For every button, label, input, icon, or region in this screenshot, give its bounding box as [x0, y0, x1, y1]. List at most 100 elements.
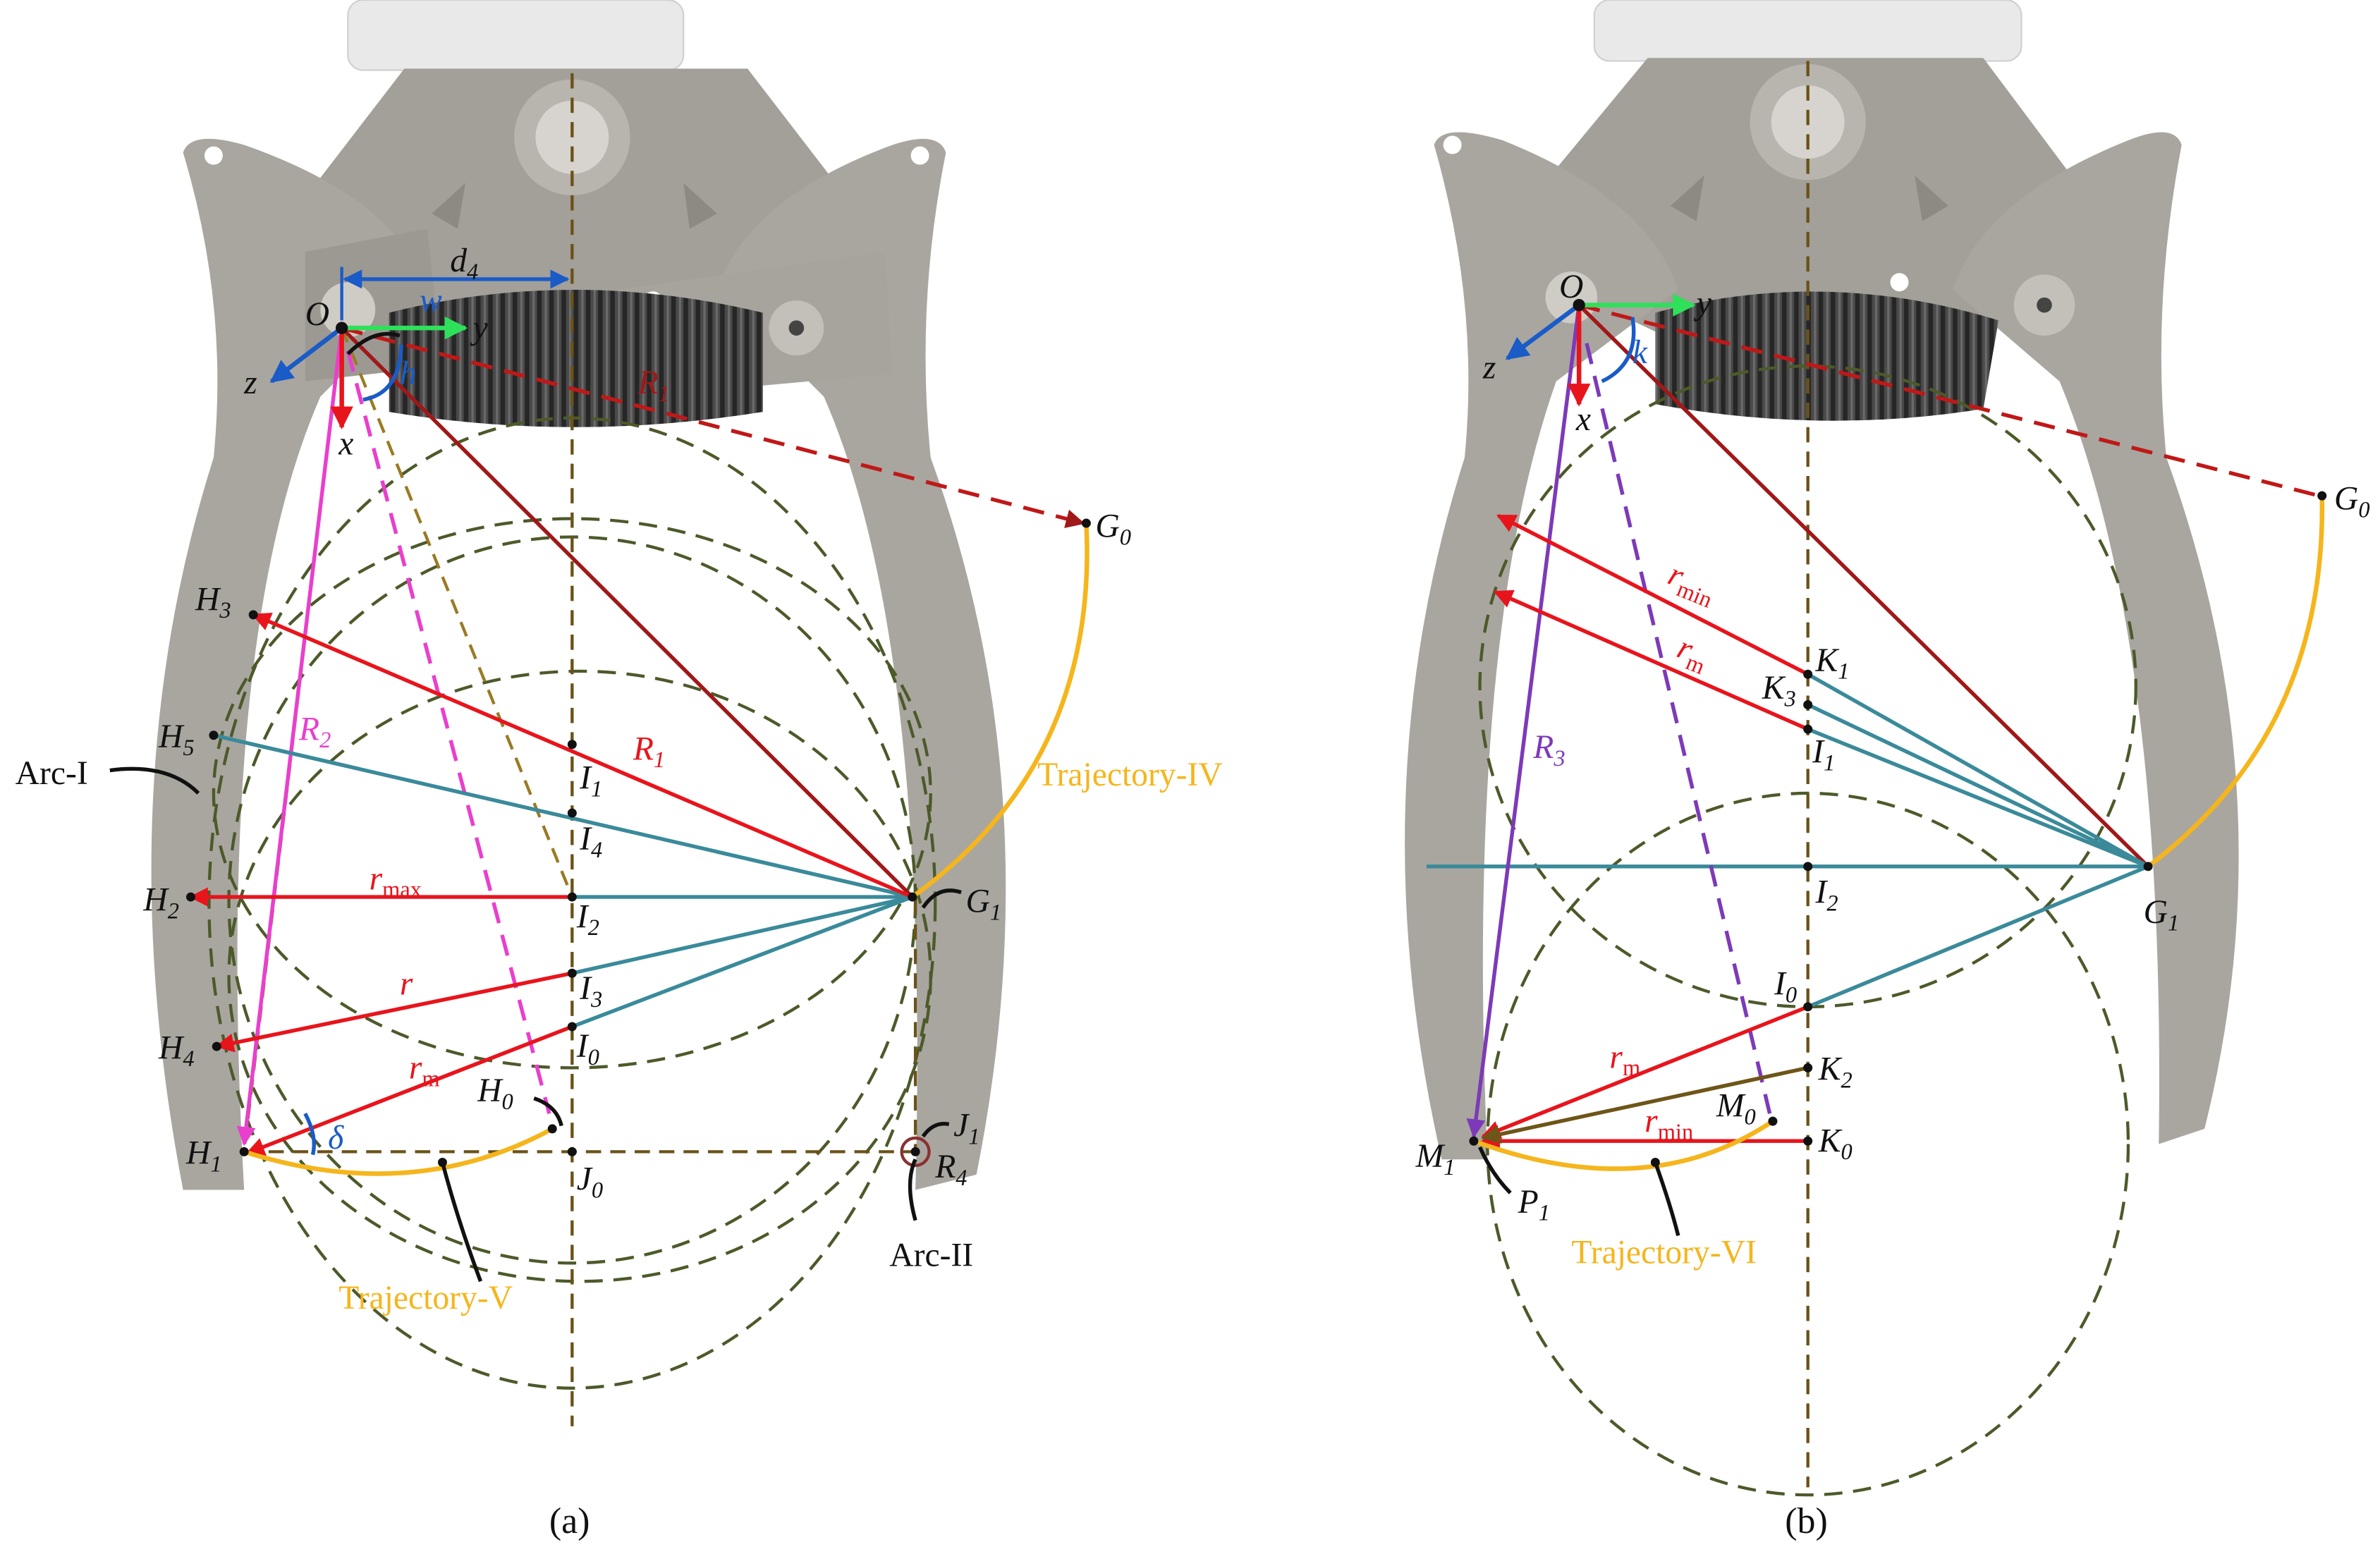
svg-text:h: h: [400, 355, 417, 392]
r0-line-a: [341, 326, 1085, 528]
k2-line: [1481, 1065, 1809, 1144]
label-i1-sub-a: 1: [591, 776, 602, 802]
svg-text:P1: P1: [1518, 1184, 1550, 1226]
svg-text:rm: rm: [1609, 1039, 1640, 1081]
label-i4: I: [579, 821, 592, 857]
label-h4-sub: 4: [183, 1046, 194, 1072]
points-b: [1469, 299, 2327, 1168]
svg-text:Trajectory-VI: Trajectory-VI: [1571, 1234, 1757, 1271]
label-k3: K: [1762, 670, 1786, 707]
svg-text:O: O: [305, 296, 329, 333]
o-g1-line-b: [1577, 303, 2150, 868]
h-angle-arc: [362, 344, 403, 402]
svg-text:R4: R4: [934, 1149, 967, 1191]
label-arc-i: Arc-I: [16, 755, 88, 792]
label-delta: δ: [328, 1120, 344, 1156]
label-i2-sub-b: 2: [1826, 891, 1838, 917]
k-angle-arc: [1601, 317, 1636, 384]
label-k: k: [1633, 334, 1648, 371]
label-rmax: r: [370, 860, 383, 897]
svg-text:H4: H4: [158, 1029, 195, 1072]
leaders-a: [109, 331, 962, 1283]
label-i2-a: I: [576, 898, 590, 935]
svg-text:I1: I1: [579, 759, 602, 802]
r3-line: [1466, 305, 1581, 1139]
svg-text:H0: H0: [477, 1072, 513, 1115]
gripper-body-b: [1405, 0, 2239, 1160]
svg-text:rmin: rmin: [1644, 1103, 1693, 1145]
teal-rays-a: [213, 733, 913, 1029]
label-h3-sub: 3: [219, 598, 231, 623]
points-a: [185, 322, 1091, 1168]
label-trajectory-vi: Trajectory-VI: [1571, 1234, 1757, 1271]
svg-text:I2: I2: [1814, 874, 1838, 917]
label-k2-sub: 2: [1841, 1068, 1853, 1094]
delta-angle-arc: [303, 1113, 317, 1156]
trajectory-iv-curve-b: [2147, 496, 2325, 869]
label-m1-sub: 1: [1444, 1155, 1455, 1180]
caption-b: (b): [1785, 1501, 1828, 1541]
svg-text:z: z: [243, 365, 257, 401]
svg-text:rm: rm: [409, 1050, 440, 1092]
label-x-a: x: [338, 426, 353, 463]
label-g0-sub-a: 0: [1120, 525, 1131, 550]
r2-line-a: [236, 327, 344, 1147]
label-o-a: O: [305, 296, 329, 333]
label-w: w: [420, 282, 442, 319]
svg-text:G1: G1: [2144, 894, 2180, 936]
label-k0-sub: 0: [1841, 1139, 1853, 1165]
svg-text:I1: I1: [1812, 734, 1835, 776]
svg-text:R2: R2: [298, 711, 331, 753]
label-r4: R: [934, 1149, 956, 1185]
svg-text:x: x: [1575, 401, 1591, 438]
gripper-body-a: [151, 0, 1006, 1190]
label-h5: H: [158, 719, 185, 755]
svg-text:J1: J1: [953, 1108, 980, 1150]
label-i0-a: I: [576, 1028, 590, 1065]
label-i2-sub-a: 2: [588, 915, 599, 941]
label-r1-top-sub: 1: [658, 381, 669, 407]
svg-text:R3: R3: [1532, 729, 1565, 771]
label-r1: R: [633, 730, 654, 767]
svg-text:k: k: [1633, 334, 1648, 371]
label-h0-sub: 0: [502, 1089, 513, 1115]
panel-a: O y z x d4 w h R1 G0 G1 H3 H5 H2 H4 H1 H…: [16, 0, 1223, 1541]
label-g1-b: G: [2144, 894, 2168, 931]
svg-text:I0: I0: [576, 1028, 599, 1070]
labels-a: O y z x d4 w h R1 G0 G1 H3 H5 H2 H4 H1 H…: [16, 243, 1223, 1541]
caption-a: (a): [549, 1501, 590, 1541]
svg-text:y: y: [1694, 286, 1712, 322]
svg-text:K1: K1: [1814, 642, 1849, 685]
label-m1: M: [1415, 1138, 1446, 1175]
label-g0-sub-b: 0: [2358, 497, 2369, 522]
svg-text:x: x: [338, 426, 353, 463]
label-m0-sub: 0: [1745, 1104, 1756, 1130]
svg-text:Arc-II: Arc-II: [889, 1237, 973, 1274]
svg-text:Arc-I: Arc-I: [16, 755, 88, 792]
svg-text:H3: H3: [195, 581, 231, 623]
red-rays-a: [188, 613, 913, 1156]
label-h2: H: [142, 882, 169, 919]
label-d4-sub: 4: [467, 259, 478, 285]
svg-text:(a): (a): [549, 1501, 590, 1541]
svg-text:J0: J0: [577, 1161, 603, 1203]
svg-text:I4: I4: [579, 821, 602, 863]
label-r2-sub: 2: [319, 728, 331, 753]
label-y-a: y: [470, 310, 489, 346]
trajectory-iv-curve: [910, 522, 1090, 899]
svg-text:I3: I3: [579, 970, 602, 1013]
svg-text:K0: K0: [1818, 1123, 1853, 1165]
label-i1-sub-b: 1: [1824, 751, 1835, 776]
labels-b: O y z x k G0 G1 rmin rm K1 K3 I1 I2 I0 K…: [1415, 269, 2370, 1541]
label-i0-b: I: [1774, 966, 1787, 1003]
svg-text:(b): (b): [1785, 1501, 1828, 1541]
label-i0-sub-a: 0: [588, 1045, 599, 1070]
svg-text:w: w: [420, 282, 442, 319]
label-j1: J: [953, 1108, 970, 1144]
label-j1-sub: 1: [968, 1125, 980, 1150]
label-m0: M: [1716, 1088, 1746, 1125]
label-j0: J: [577, 1161, 593, 1197]
label-rm-bot: r: [1609, 1039, 1623, 1075]
svg-text:I0: I0: [1774, 966, 1797, 1008]
